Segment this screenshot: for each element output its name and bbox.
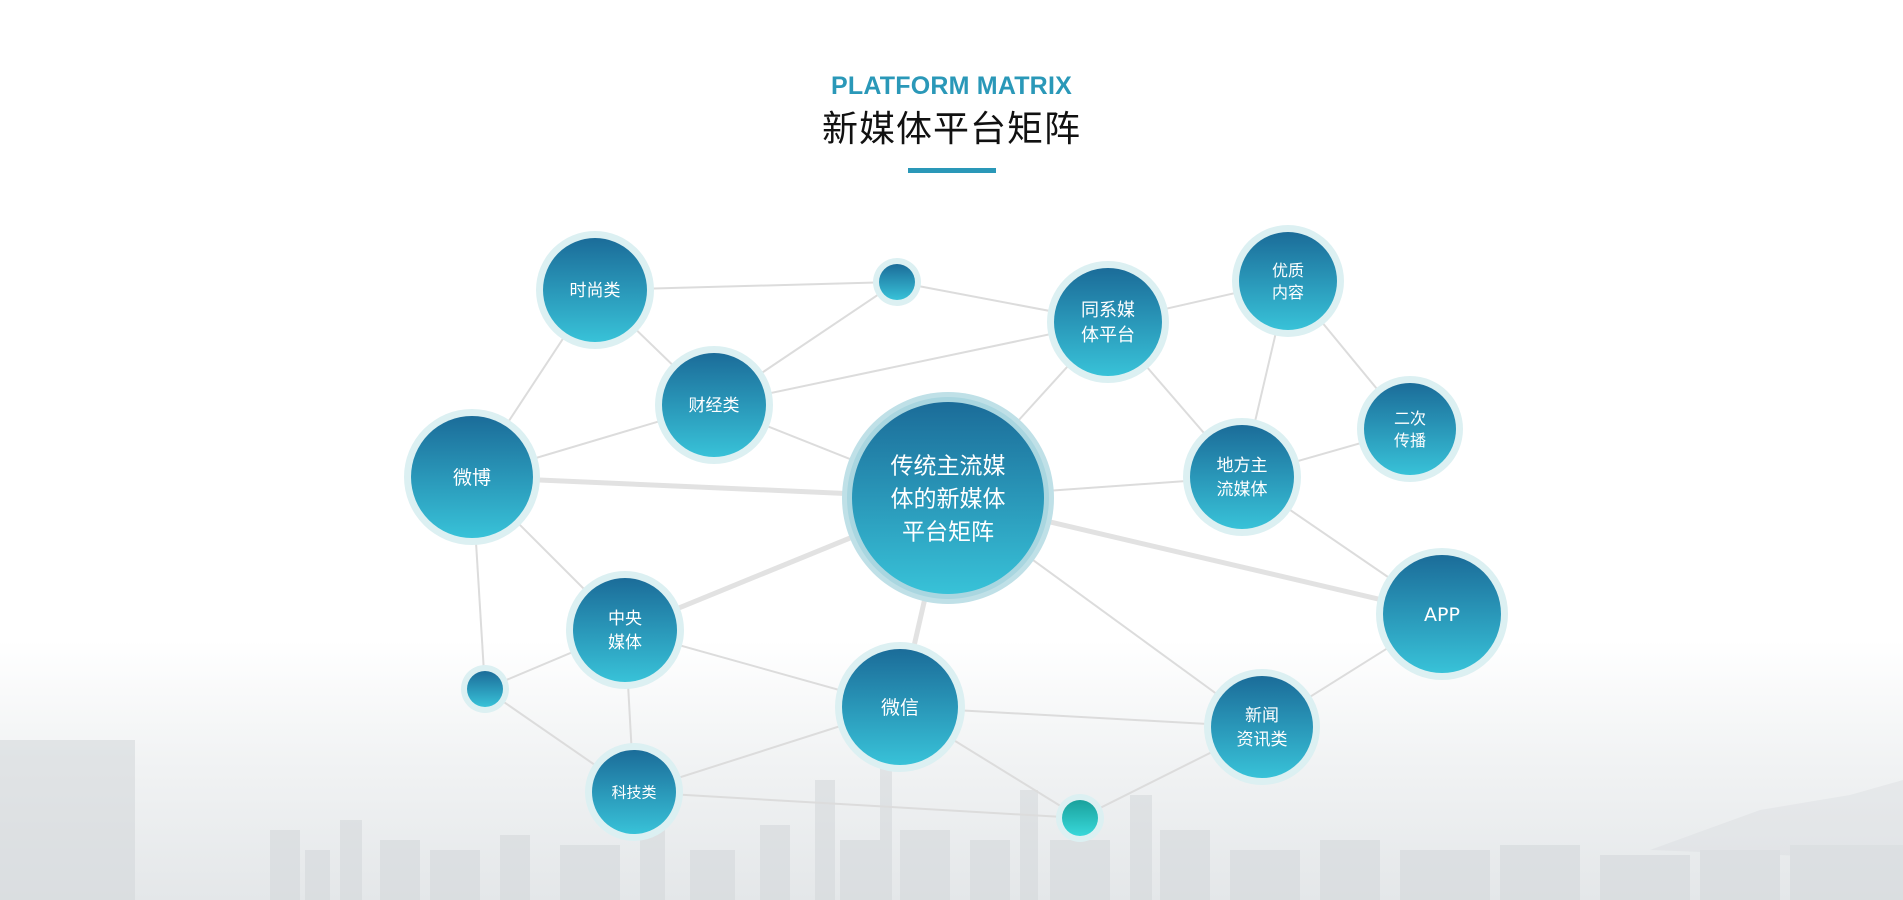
node-circle <box>842 649 958 765</box>
node-dot_left[interactable] <box>461 665 509 713</box>
node-label: 财经类 <box>689 396 740 416</box>
node-label: 传播 <box>1394 431 1426 450</box>
node-circle <box>543 238 647 342</box>
page-title: 新媒体平台矩阵 <box>821 109 1081 150</box>
node-circle <box>573 578 677 682</box>
node-label: 平台矩阵 <box>902 519 994 545</box>
node-circle <box>1190 425 1294 529</box>
node-label: 中央 <box>608 609 642 629</box>
node-circle <box>411 416 533 538</box>
node-label: 微博 <box>453 467 491 489</box>
node-circle <box>1364 383 1456 475</box>
node-dot_bottom[interactable] <box>1056 794 1104 842</box>
node-label: 流媒体 <box>1217 480 1268 500</box>
node-circle <box>1062 800 1098 836</box>
node-label: 时尚类 <box>570 281 621 301</box>
skyline-silhouette <box>0 740 1903 900</box>
subtitle-english: PLATFORM MATRIX <box>831 72 1072 100</box>
edge-tech-dot_bottom <box>633 791 1081 819</box>
node-label: 微信 <box>881 697 919 719</box>
node-label: 地方主 <box>1217 456 1268 476</box>
node-label: 传统主流媒 <box>891 453 1006 479</box>
node-label: 体的新媒体 <box>891 486 1006 512</box>
edge-finance-samesys <box>713 321 1109 406</box>
node-app[interactable]: APP <box>1376 548 1508 680</box>
node-fashion[interactable]: 时尚类 <box>536 231 654 349</box>
node-label: 二次 <box>1394 409 1426 428</box>
node-label: 新闻 <box>1245 706 1279 726</box>
node-label: 科技类 <box>611 783 656 801</box>
page-header: PLATFORM MATRIX 新媒体平台矩阵 <box>0 70 1903 173</box>
node-circle <box>1211 676 1313 778</box>
node-finance[interactable]: 财经类 <box>655 346 773 464</box>
node-dot_top[interactable] <box>873 258 921 306</box>
node-tech[interactable]: 科技类 <box>585 743 683 841</box>
node-label: 内容 <box>1272 283 1304 302</box>
node-circle <box>1054 268 1162 376</box>
node-circle <box>662 353 766 457</box>
node-circle <box>467 671 503 707</box>
node-circle <box>1383 555 1501 673</box>
node-circle <box>852 402 1044 594</box>
node-label: 资讯类 <box>1237 730 1288 750</box>
node-circle <box>1239 232 1337 330</box>
node-circle <box>592 750 676 834</box>
node-label: APP <box>1424 604 1460 626</box>
node-label: 体平台 <box>1081 325 1135 346</box>
node-label: 优质 <box>1272 261 1304 280</box>
node-label: 同系媒 <box>1081 300 1135 321</box>
node-circle <box>879 264 915 300</box>
node-wechat[interactable]: 微信 <box>835 642 965 772</box>
node-weibo[interactable]: 微博 <box>404 409 540 545</box>
title-underline <box>907 168 996 173</box>
node-label: 媒体 <box>608 633 642 653</box>
